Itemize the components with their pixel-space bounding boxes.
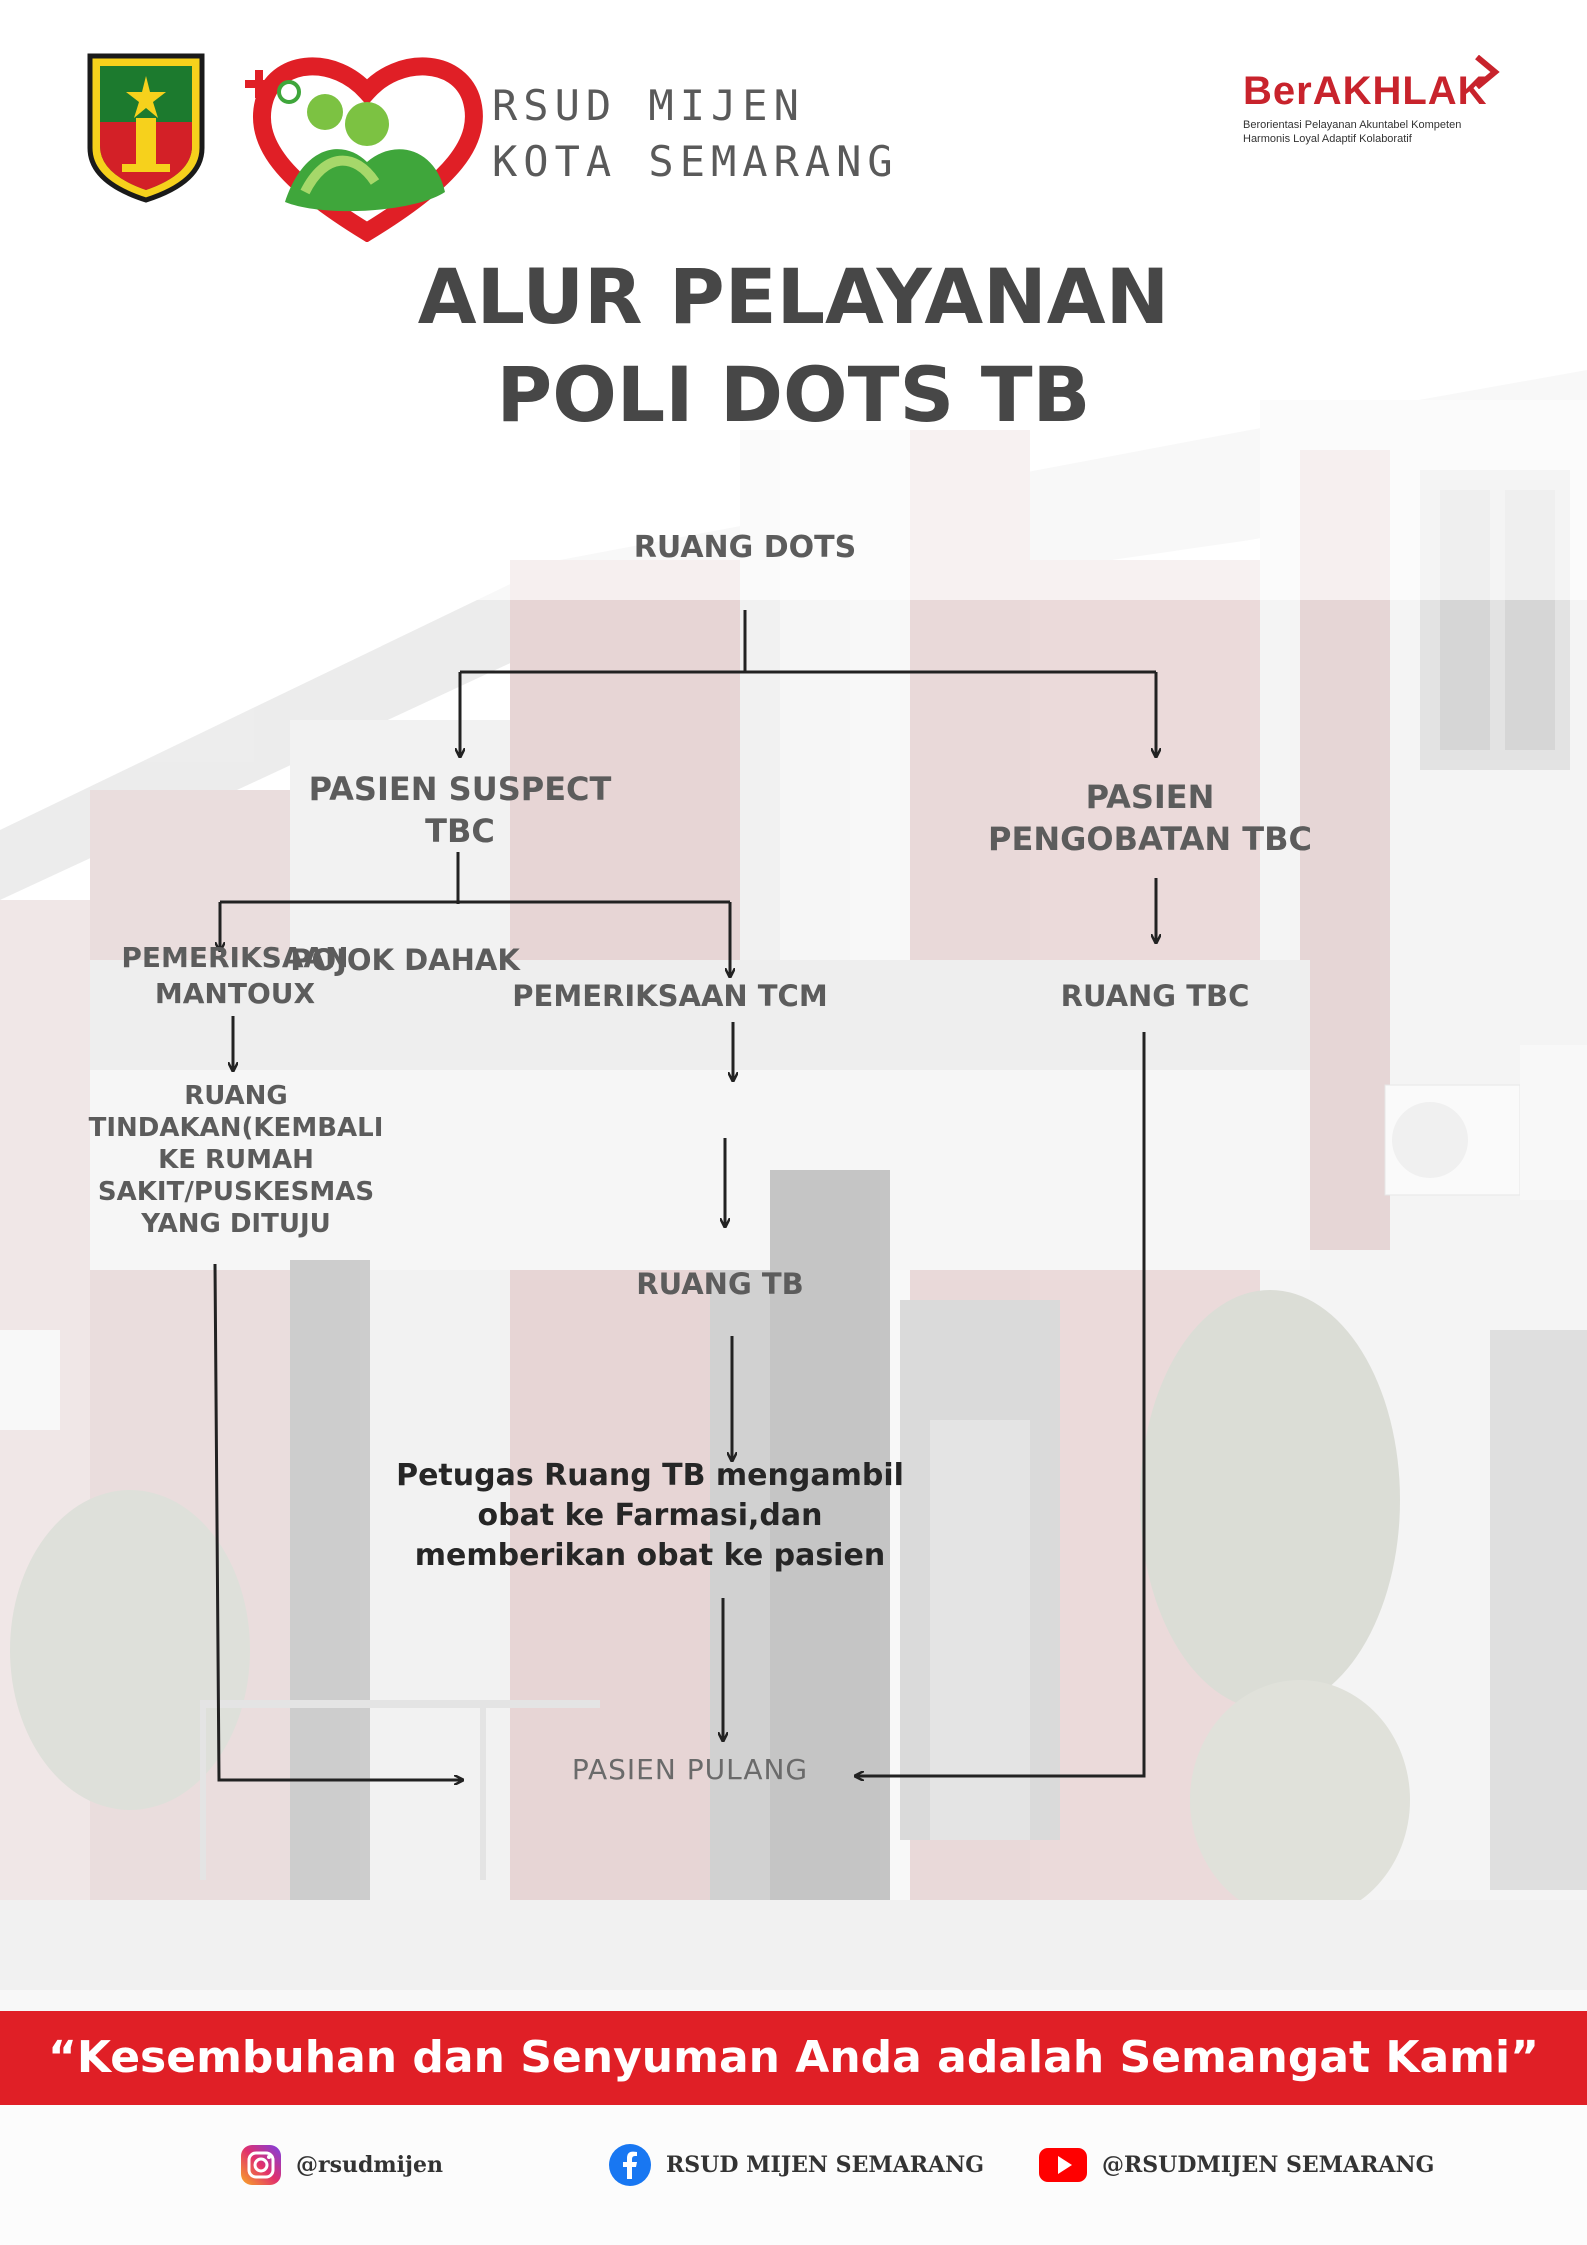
berakhlak-wordmark: BerAKHLAK: [1243, 69, 1488, 113]
instagram-icon: [241, 2145, 281, 2185]
chevron-right-icon: [1475, 55, 1500, 89]
arrow-tindakan-to-pulang: [213, 1263, 462, 1780]
node-pemeriksaan-mantoux: PEMERIKSAAN MANTOUX: [121, 941, 349, 1010]
motto-text: “Kesembuhan dan Senyuman Anda adalah Sem…: [47, 2032, 1540, 2083]
hospital-heart-logo-icon: [245, 57, 483, 242]
hospital-name-line2: KOTA SEMARANG: [492, 137, 899, 186]
node-pasien-pulang: PASIEN PULANG: [571, 1753, 809, 1786]
berakhlak-logo-icon: BerAKHLAK Berorientasi Pelayanan Akuntab…: [1243, 55, 1523, 145]
motto-banner: [0, 2011, 1587, 2105]
page-title-line1: ALUR PELAYANAN: [417, 252, 1170, 341]
node-ruang-tb: RUANG TB: [636, 1267, 804, 1301]
page-title-line2: POLI DOTS TB: [496, 350, 1091, 439]
berakhlak-tagline-2: Harmonis Loyal Adaptif Kolaboratif: [1243, 133, 1412, 145]
facebook-page: RSUD MIJEN SEMARANG: [666, 2152, 985, 2178]
node-petugas-ruang-tb: Petugas Ruang TB mengambil obat ke Farma…: [396, 1458, 904, 1573]
node-ruang-dots: RUANG DOTS: [633, 530, 857, 565]
node-ruang-tbc: RUANG TBC: [1060, 979, 1250, 1013]
hospital-name-line1: RSUD MIJEN: [492, 81, 805, 130]
node-pemeriksaan-tcm: PEMERIKSAAN TCM: [512, 979, 828, 1013]
youtube-icon: [1039, 2148, 1087, 2182]
social-facebook[interactable]: RSUD MIJEN SEMARANG: [608, 2140, 984, 2190]
youtube-channel: @RSUDMIJEN SEMARANG: [1102, 2152, 1435, 2178]
berakhlak-tagline-1: Berorientasi Pelayanan Akuntabel Kompete…: [1243, 119, 1462, 131]
social-youtube[interactable]: @RSUDMIJEN SEMARANG: [1038, 2140, 1434, 2190]
node-pasien-suspect: PASIEN SUSPECT TBC: [308, 770, 612, 850]
facebook-icon: [609, 2144, 651, 2186]
node-ruang-tindakan: RUANG TINDAKAN(KEMBALI KE RUMAH SAKIT/PU…: [88, 1081, 384, 1239]
instagram-handle: @rsudmijen: [296, 2152, 443, 2178]
social-instagram[interactable]: @rsudmijen: [240, 2140, 443, 2190]
node-pasien-pengobatan: PASIEN PENGOBATAN TBC: [988, 778, 1312, 858]
node-pojok-dahak: POJOK DAHAK: [290, 943, 520, 977]
arrow-tbc-to-pulang: [856, 1032, 1146, 1776]
city-crest-icon: [87, 53, 205, 203]
